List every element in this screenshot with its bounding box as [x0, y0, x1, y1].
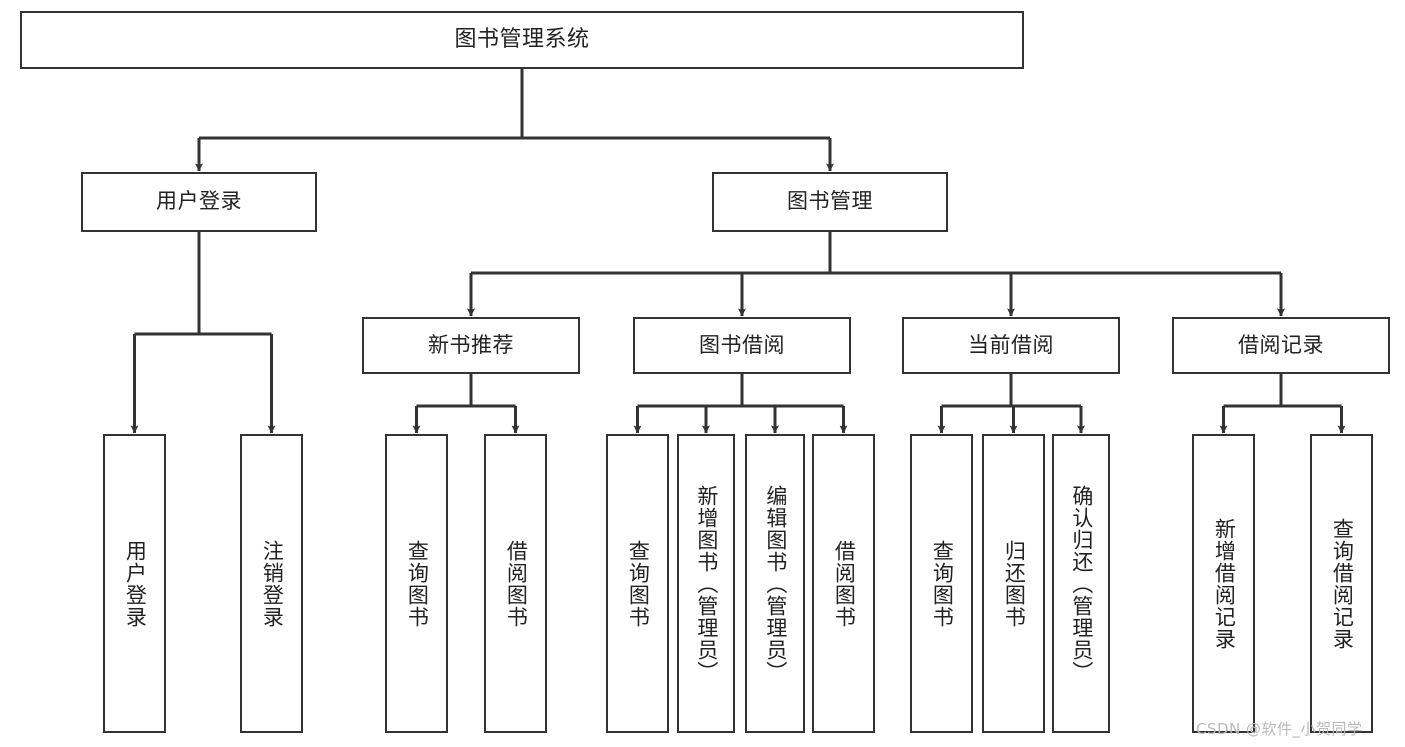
- node-leaf-query-book-current[interactable]: 查询图书: [910, 434, 973, 733]
- node-book-borrow[interactable]: 图书借阅: [633, 317, 851, 374]
- node-leaf-add-borrow-record[interactable]: 新增借阅记录: [1192, 434, 1255, 733]
- node-label-new-book-recommend: 新书推荐: [428, 332, 514, 357]
- node-label-borrow-record: 借阅记录: [1238, 332, 1324, 357]
- node-borrow-record[interactable]: 借阅记录: [1172, 317, 1390, 374]
- node-leaf-query-book-borrow[interactable]: 查询图书: [606, 434, 669, 733]
- node-label-leaf-borrow-book-borrow: 借阅图书: [832, 539, 857, 628]
- node-leaf-query-book-new[interactable]: 查询图书: [385, 434, 448, 733]
- node-label-leaf-add-borrow-record: 新增借阅记录: [1212, 517, 1237, 650]
- node-label-leaf-query-book-new: 查询图书: [405, 539, 430, 628]
- node-label-leaf-return-book: 归还图书: [1002, 539, 1027, 628]
- node-leaf-return-book[interactable]: 归还图书: [982, 434, 1045, 733]
- node-new-book-recommend[interactable]: 新书推荐: [362, 317, 580, 374]
- node-leaf-logout[interactable]: 注销登录: [240, 434, 303, 733]
- node-label-leaf-query-book-current: 查询图书: [930, 539, 955, 628]
- node-leaf-borrow-book-borrow[interactable]: 借阅图书: [812, 434, 875, 733]
- node-root[interactable]: 图书管理系统: [20, 11, 1024, 69]
- connector-group: [130, 69, 1346, 434]
- node-label-leaf-user-login: 用户登录: [123, 539, 148, 628]
- node-label-current-borrow: 当前借阅: [968, 332, 1054, 357]
- node-book-manage[interactable]: 图书管理: [712, 172, 948, 232]
- node-user-login[interactable]: 用户登录: [81, 172, 317, 232]
- node-label-leaf-add-book-admin: 新增图书（管理员）: [694, 484, 719, 683]
- node-label-leaf-query-book-borrow: 查询图书: [626, 539, 651, 628]
- node-leaf-query-borrow-record[interactable]: 查询借阅记录: [1310, 434, 1373, 733]
- node-label-user-login: 用户登录: [156, 189, 242, 214]
- node-leaf-add-book-admin[interactable]: 新增图书（管理员）: [677, 434, 735, 733]
- node-label-leaf-borrow-book-new: 借阅图书: [504, 539, 529, 628]
- node-label-book-manage: 图书管理: [787, 189, 873, 214]
- node-leaf-edit-book-admin[interactable]: 编辑图书（管理员）: [745, 434, 805, 733]
- node-label-leaf-confirm-return-admin: 确认归还（管理员）: [1069, 484, 1094, 683]
- node-leaf-borrow-book-new[interactable]: 借阅图书: [484, 434, 547, 733]
- node-current-borrow[interactable]: 当前借阅: [902, 317, 1120, 374]
- node-label-leaf-edit-book-admin: 编辑图书（管理员）: [763, 484, 788, 683]
- node-label-root: 图书管理系统: [454, 26, 590, 52]
- node-label-book-borrow: 图书借阅: [699, 332, 785, 357]
- node-leaf-confirm-return-admin[interactable]: 确认归还（管理员）: [1052, 434, 1110, 733]
- watermark-label: CSDN @软件_小贺同学: [1196, 720, 1363, 738]
- node-label-leaf-logout: 注销登录: [260, 539, 285, 628]
- node-label-leaf-query-borrow-record: 查询借阅记录: [1330, 517, 1355, 650]
- node-leaf-user-login[interactable]: 用户登录: [103, 434, 166, 733]
